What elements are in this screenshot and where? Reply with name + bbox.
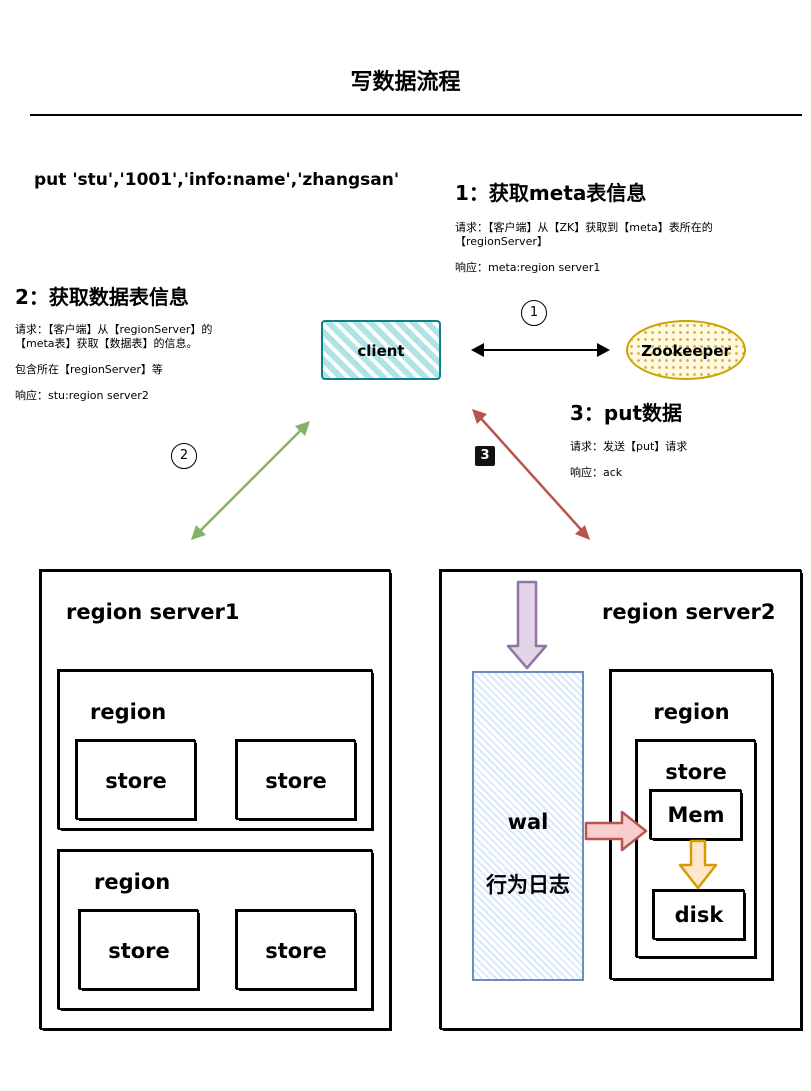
store-label: store [265,769,327,793]
step2-response: 响应：stu:region server2 [15,389,149,402]
orange-down-arrow [678,839,718,890]
disk-store[interactable]: disk [653,890,745,940]
store-label: store [105,769,167,793]
arrow-client-rs2 [472,409,590,540]
step1-request-line1: 请求：【客户端】从【ZK】获取到【meta】表所在的 [455,221,713,234]
rs1-region-a-store-left[interactable]: store [76,740,196,820]
step2-request-line1: 请求：【客户端】从【regionServer】的 [15,323,213,336]
zookeeper-node[interactable]: Zookeeper [626,320,746,380]
step1-marker: 1 [521,300,547,326]
rs1-region-b-title: region [94,870,171,894]
put-command: put 'stu','1001','info:name','zhangsan' [34,170,400,190]
rs1-region-a-store-right[interactable]: store [236,740,356,820]
step1-heading: 1：获取meta表信息 [455,181,647,205]
client-node[interactable]: client [321,320,441,380]
store-label: store [265,939,327,963]
mem-store[interactable]: Mem [650,790,742,840]
rs2-store-label: store [665,760,727,784]
step3-marker: 3 [475,446,495,466]
arrow-client-rs1 [191,421,310,540]
purple-down-arrow [506,580,548,670]
step2-marker: 2 [171,443,197,469]
store-label: store [108,939,170,963]
wal-block[interactable]: wal 行为日志 [472,671,584,981]
step3-response: 响应：ack [570,466,623,479]
step2-heading: 2：获取数据表信息 [15,285,189,309]
zookeeper-label: Zookeeper [641,342,731,360]
region-server2-title: region server2 [602,600,776,624]
region-server1-title: region server1 [66,600,240,624]
step2-request-line2: 【meta表】获取【数据表】的信息。 [15,337,198,350]
page-title: 写数据流程 [350,70,461,95]
disk-label: disk [674,903,724,927]
step1-request-line2: 【regionServer】 [455,235,548,248]
step3-heading: 3：put数据 [570,401,683,425]
wal-description: 行为日志 [486,873,570,897]
rs1-region-b-store-right[interactable]: store [236,910,356,990]
arrow-client-zookeeper [471,343,610,357]
client-label: client [357,342,405,360]
rs1-region-b-store-left[interactable]: store [79,910,199,990]
step3-request: 请求：发送【put】请求 [570,440,688,453]
rs1-region-a-title: region [90,700,167,724]
step1-response: 响应：meta:region server1 [455,261,601,274]
wal-label: wal [507,810,549,834]
rs2-region-title: region [653,700,730,724]
title-divider [30,114,802,116]
mem-label: Mem [667,803,725,827]
step2-contains: 包含所在【regionServer】等 [15,363,163,376]
pink-right-arrow [584,810,648,852]
